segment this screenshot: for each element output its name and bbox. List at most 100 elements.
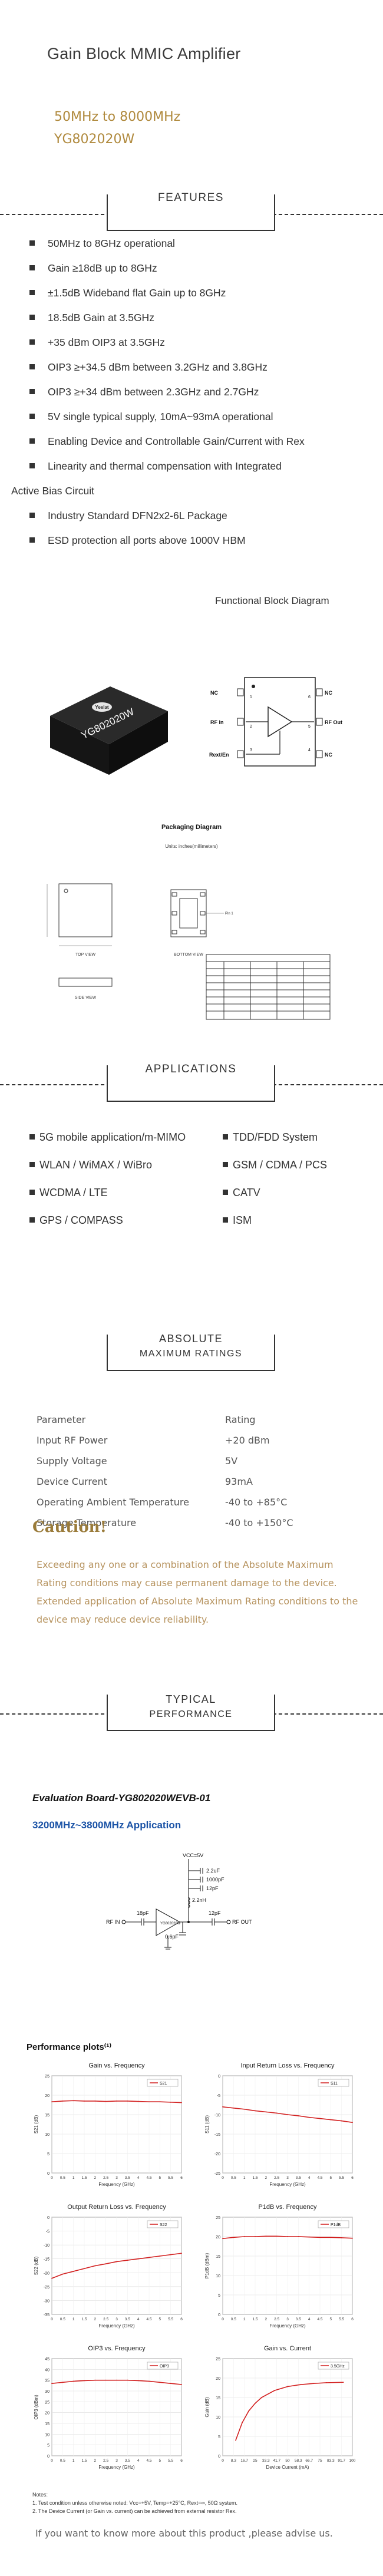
y-tick-label: 0 <box>47 2172 49 2176</box>
feature-item: 5V single typical supply, 10mA~93mA oper… <box>29 404 371 429</box>
feature-item: ESD protection all ports above 1000V HBM <box>29 528 371 553</box>
x-tick-label: 1.5 <box>252 2176 257 2180</box>
x-tick-label: 1 <box>243 2317 246 2321</box>
data-point <box>308 2116 310 2118</box>
data-point <box>170 2101 171 2103</box>
x-tick-label: 4 <box>308 2176 311 2180</box>
applications-heading: APPLICATIONS <box>107 1063 275 1076</box>
x-tick-label: 1 <box>72 2176 75 2180</box>
application-text: WCDMA / LTE <box>39 1187 108 1198</box>
data-point <box>127 2101 128 2102</box>
bullet-icon <box>29 289 35 295</box>
x-tick-label: 6 <box>180 2459 183 2463</box>
data-point <box>116 2101 117 2102</box>
svg-text:6: 6 <box>308 695 311 699</box>
data-point <box>181 2102 182 2103</box>
data-point <box>300 2384 301 2386</box>
legend-box <box>318 2362 349 2370</box>
performance-heading: Performance plots⁽¹⁾ <box>27 2042 112 2052</box>
y-tick-label: -25 <box>44 2286 49 2290</box>
x-tick-label: 2 <box>265 2317 268 2321</box>
x-tick-label: 0 <box>51 2459 53 2463</box>
x-axis-label: Device Current (mA) <box>266 2465 309 2470</box>
data-point <box>94 2101 96 2102</box>
feature-text: 5V single typical supply, 10mA~93mA oper… <box>48 411 273 422</box>
x-tick-label: 1 <box>72 2317 75 2321</box>
x-tick-label: 3 <box>286 2317 289 2321</box>
data-point <box>243 2236 245 2237</box>
feature-text: OIP3 ≥+34 dBm between 2.3GHz and 2.7GHz <box>48 386 259 398</box>
x-tick-label: 3.5 <box>125 2317 130 2321</box>
legend-box <box>147 2362 179 2370</box>
data-point <box>287 2236 288 2237</box>
x-tick-label: 0 <box>222 2459 224 2463</box>
data-point <box>265 2111 267 2113</box>
x-tick-label: 0.5 <box>231 2176 236 2180</box>
rating-parameter: Supply Voltage <box>37 1455 107 1467</box>
application-text: GPS / COMPASS <box>39 1214 123 1226</box>
application-item: ISM <box>223 1214 376 1242</box>
legend-box <box>318 2220 349 2228</box>
chart-title: Gain vs. Frequency <box>88 2062 145 2069</box>
eval-schematic: VCC=5V 2.2uF 1000pF 12pF 2.2nH RF IN 18p… <box>106 1850 283 1962</box>
x-tick-label: 2.5 <box>274 2176 279 2180</box>
y-tick-label: -20 <box>44 2271 49 2276</box>
data-point <box>51 2277 52 2279</box>
y-tick-label: -5 <box>217 2094 220 2098</box>
x-axis-label: Frequency (GHz) <box>269 2323 306 2329</box>
data-point <box>170 2383 171 2385</box>
data-point <box>159 2255 161 2257</box>
svg-text:SIDE VIEW: SIDE VIEW <box>75 996 97 1000</box>
feature-text: Gain ≥18dB up to 8GHz <box>48 262 157 274</box>
data-point <box>255 2236 256 2237</box>
y-axis-label: Gain (dB) <box>204 2397 210 2418</box>
svg-text:3: 3 <box>250 748 252 752</box>
series-line <box>235 2382 344 2440</box>
data-point <box>330 2237 332 2238</box>
y-tick-label: -5 <box>46 2230 49 2234</box>
x-axis-label: Frequency (GHz) <box>98 2323 135 2329</box>
data-point <box>170 2254 171 2255</box>
data-point <box>148 2257 150 2258</box>
svg-text:12pF: 12pF <box>209 1910 221 1916</box>
note-line: 1. Test condition unless otherwise noted… <box>32 2500 238 2506</box>
footer-text: If you want to know more about this prod… <box>35 2528 333 2539</box>
x-tick-label: 4.5 <box>146 2317 151 2321</box>
x-tick-label: 5 <box>159 2176 161 2180</box>
bullet-icon <box>223 1217 228 1223</box>
bullet-icon <box>29 240 35 246</box>
x-tick-label: 6 <box>180 2317 183 2321</box>
data-point <box>313 2383 314 2385</box>
data-point <box>298 2115 299 2116</box>
rating-value: +20 dBm <box>225 1435 270 1446</box>
y-axis-label: S21 (dB) <box>34 2115 39 2134</box>
x-tick-label: 6 <box>351 2317 354 2321</box>
data-point <box>137 2380 139 2382</box>
x-tick-label: 0 <box>51 2176 53 2180</box>
typical-heading: TYPICAL PERFORMANCE <box>107 1693 275 1720</box>
data-point <box>72 2380 74 2382</box>
application-item: GSM / CDMA / PCS <box>223 1159 376 1187</box>
data-point <box>352 2237 353 2239</box>
feature-text: Active Bias Circuit <box>11 485 95 497</box>
data-point <box>62 2101 64 2102</box>
x-tick-label: 91.7 <box>338 2459 345 2463</box>
bullet-icon <box>223 1134 228 1140</box>
data-point <box>116 2261 117 2263</box>
x-tick-label: 2 <box>94 2317 97 2321</box>
y-tick-label: -15 <box>44 2258 49 2262</box>
x-tick-label: 3.5 <box>296 2317 301 2321</box>
page-title: Gain Block MMIC Amplifier <box>47 45 241 62</box>
x-tick-label: 1.5 <box>252 2317 257 2321</box>
data-point <box>137 2101 139 2102</box>
data-point <box>276 2112 278 2114</box>
y-tick-label: -25 <box>214 2172 220 2176</box>
packaging-units: Units: inches(millimeters) <box>165 844 218 849</box>
chart-1: Input Return Loss vs. Frequency-25-20-15… <box>204 2062 354 2187</box>
data-point <box>255 2110 256 2112</box>
rating-value: -40 to +85°C <box>225 1497 288 1508</box>
x-tick-label: 2 <box>94 2459 97 2463</box>
